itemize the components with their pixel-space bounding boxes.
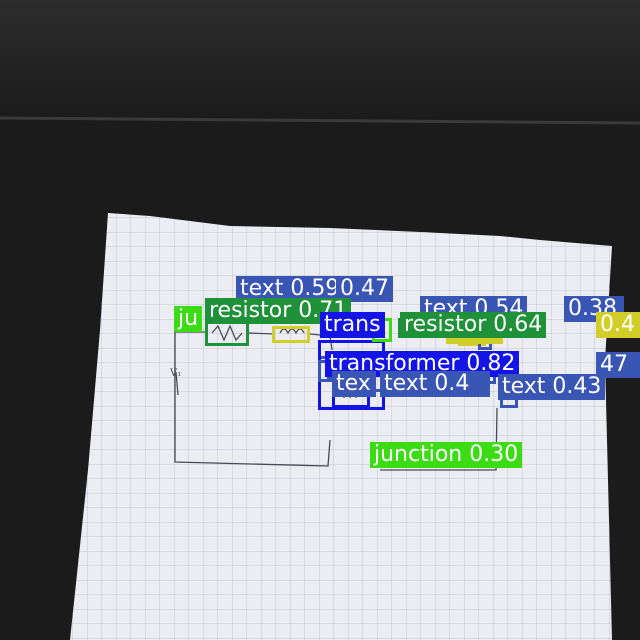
label-text-047: 0.47	[336, 276, 393, 302]
label-resistor-071: resistor 0.71	[205, 298, 352, 324]
upper-surface	[0, 0, 640, 125]
label-text-038: 0.38	[564, 296, 624, 322]
label-junction-030: junction 0.30	[370, 442, 523, 468]
label-text-04: text 0.4	[380, 371, 490, 397]
label-junction-partial: ju	[174, 306, 203, 332]
bbox-inductor-trans	[272, 326, 310, 343]
desk-edge	[0, 116, 640, 125]
label-text-059: text 0.59	[236, 276, 344, 302]
label-text-043: text 0.43	[498, 374, 606, 400]
label-inductor-04: 0.4	[596, 312, 640, 338]
label-transformer-partial: trans	[320, 312, 385, 338]
label-resistor-064: resistor 0.64	[400, 312, 547, 338]
label-text-47: 47	[596, 352, 640, 378]
handwritten-label-v1: V₁	[169, 368, 181, 379]
label-text-partial-a: tex	[332, 371, 376, 397]
